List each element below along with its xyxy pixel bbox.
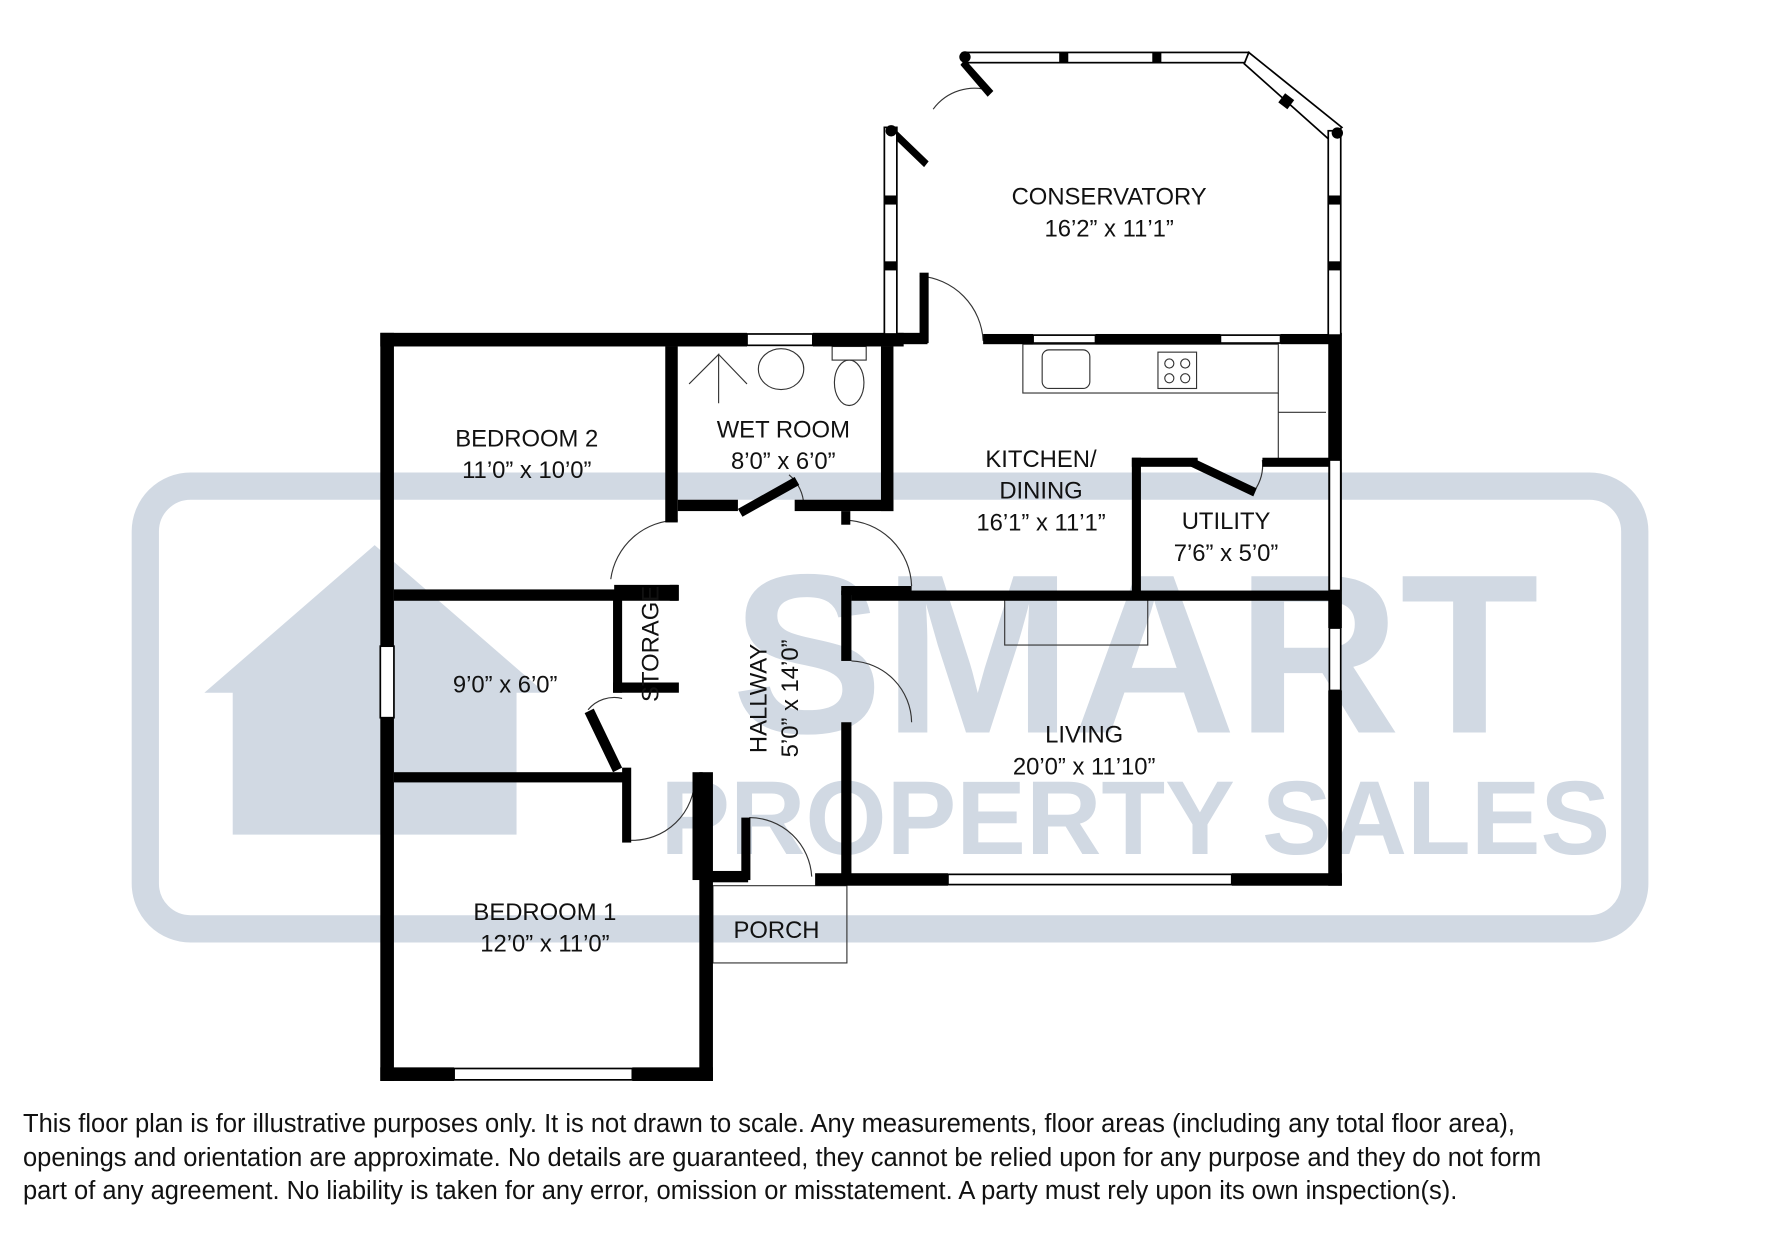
room-labels: CONSERVATORY 16’2” x 11’1” BEDROOM 2 11’… (453, 184, 1279, 958)
toilet-icon (833, 359, 865, 407)
utility-size: 7’6” x 5’0” (1174, 540, 1279, 567)
disclaimer-line: openings and orientation are approximate… (23, 1143, 1542, 1172)
storage-label: STORAGE (637, 586, 664, 702)
basin-icon (757, 348, 805, 391)
hallway-name: HALLWAY (745, 644, 772, 754)
shower-icon (688, 353, 748, 404)
kitchen-name: KITCHEN/ (985, 446, 1097, 473)
hallway-size: 5’0” x 14’0” (777, 639, 804, 757)
disclaimer-line: part of any agreement. No liability is t… (23, 1177, 1458, 1205)
sink-icon (1041, 349, 1091, 390)
bedroom-1-name: BEDROOM 1 (473, 899, 616, 926)
wet-room-name: WET ROOM (717, 416, 850, 443)
conservatory-size: 16’2” x 11’1” (1044, 215, 1173, 242)
living-name: LIVING (1045, 722, 1123, 749)
bedroom-2-size: 11’0” x 10’0” (462, 457, 591, 484)
disclaimer: This floor plan is for illustrative purp… (23, 1108, 1763, 1209)
watermark-property-sales: PROPERTY SALES (660, 760, 1610, 877)
living-size: 20’0” x 11’10” (1013, 753, 1156, 780)
bedroom-2-name: BEDROOM 2 (455, 425, 598, 452)
room-3-size: 9’0” x 6’0” (453, 672, 558, 699)
windows (379, 51, 1344, 1081)
kitchen-name-line2: DINING (999, 478, 1082, 505)
kitchen-size: 16’1” x 11’1” (976, 509, 1105, 536)
utility-name: UTILITY (1182, 508, 1271, 535)
conservatory-name: CONSERVATORY (1012, 184, 1207, 211)
hob-icon (1157, 351, 1198, 390)
bedroom-1-size: 12’0” x 11’0” (480, 931, 609, 958)
watermark-logo: SMART PROPERTY SALES (131, 472, 1649, 943)
wet-room-size: 8’0” x 6’0” (731, 448, 836, 475)
porch-name: PORCH (733, 917, 819, 944)
disclaimer-line: This floor plan is for illustrative purp… (23, 1110, 1515, 1138)
